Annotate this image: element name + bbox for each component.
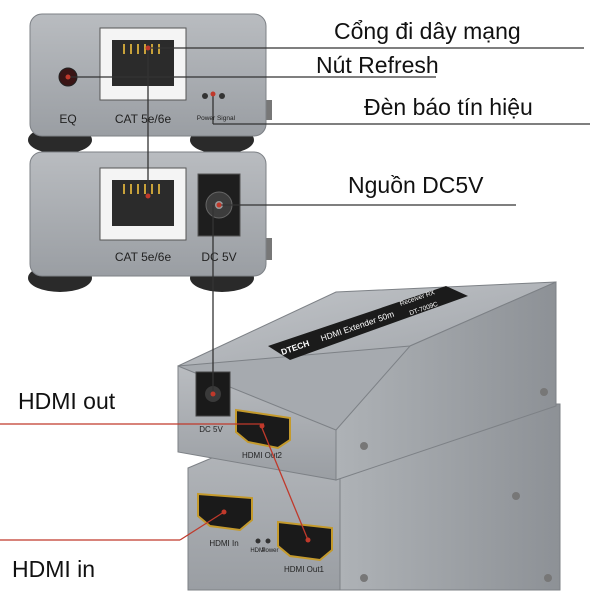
middle-unit (28, 151, 272, 292)
rj45-socket (112, 180, 174, 226)
screw (512, 492, 520, 500)
signal-led-label: Signal (217, 115, 236, 122)
callout-hdmi-in: HDMI in (12, 556, 96, 582)
side-screw (262, 238, 272, 260)
eq-label: EQ (59, 112, 76, 126)
dc-label: DC 5V (201, 250, 236, 264)
rj45-pins (123, 184, 160, 194)
hdmi-in-label: HDMI In (209, 539, 238, 548)
upper-box-side (335, 281, 557, 481)
hdmi-out1-port (277, 520, 333, 562)
screw (540, 388, 548, 396)
hdmi-out2-label: HDMI Out2 (242, 451, 283, 460)
top-unit (28, 13, 272, 154)
pointer-dot (305, 537, 311, 543)
callout-power: Nguồn DC5V (348, 172, 484, 198)
callout-refresh-button: Nút Refresh (316, 52, 439, 78)
hdmi-out1-label: HDMI Out1 (284, 565, 325, 574)
pointer-dot (65, 74, 71, 80)
pointer-dot (145, 45, 151, 51)
pointer-dot (221, 509, 227, 515)
power-led (202, 93, 208, 99)
dc-label: DC 5V (199, 425, 223, 434)
hdmi-link-line (261, 427, 309, 541)
side-screw (262, 100, 272, 120)
callout-network-port: Cổng đi dây mạng (334, 18, 521, 44)
power-led-label: Power (197, 115, 216, 122)
hdmi-led (255, 538, 261, 544)
pointer-dot (259, 423, 265, 429)
signal-led (219, 93, 225, 99)
hdmi-led-label: HDMI (250, 548, 266, 554)
callout-signal-led: Đèn báo tín hiệu (364, 94, 533, 120)
screw (360, 442, 368, 450)
screw (544, 574, 552, 582)
power-led-label: Power (261, 548, 278, 554)
rj45-pins (123, 44, 160, 54)
cat-port-label: CAT 5e/6e (115, 250, 172, 264)
screw (360, 574, 368, 582)
pointer-dot (210, 391, 216, 397)
callout-hdmi-out: HDMI out (18, 388, 116, 414)
pointer-dot (145, 193, 151, 199)
pointer-dot (210, 91, 216, 97)
power-led (265, 538, 271, 544)
hdmi-extender-stack (177, 281, 561, 591)
rj45-socket (112, 40, 174, 86)
callout-line-hdmi-in (179, 511, 225, 541)
pointer-dot (216, 202, 222, 208)
cat-port-label: CAT 5e/6e (115, 112, 172, 126)
brand-label-plate (268, 286, 468, 360)
